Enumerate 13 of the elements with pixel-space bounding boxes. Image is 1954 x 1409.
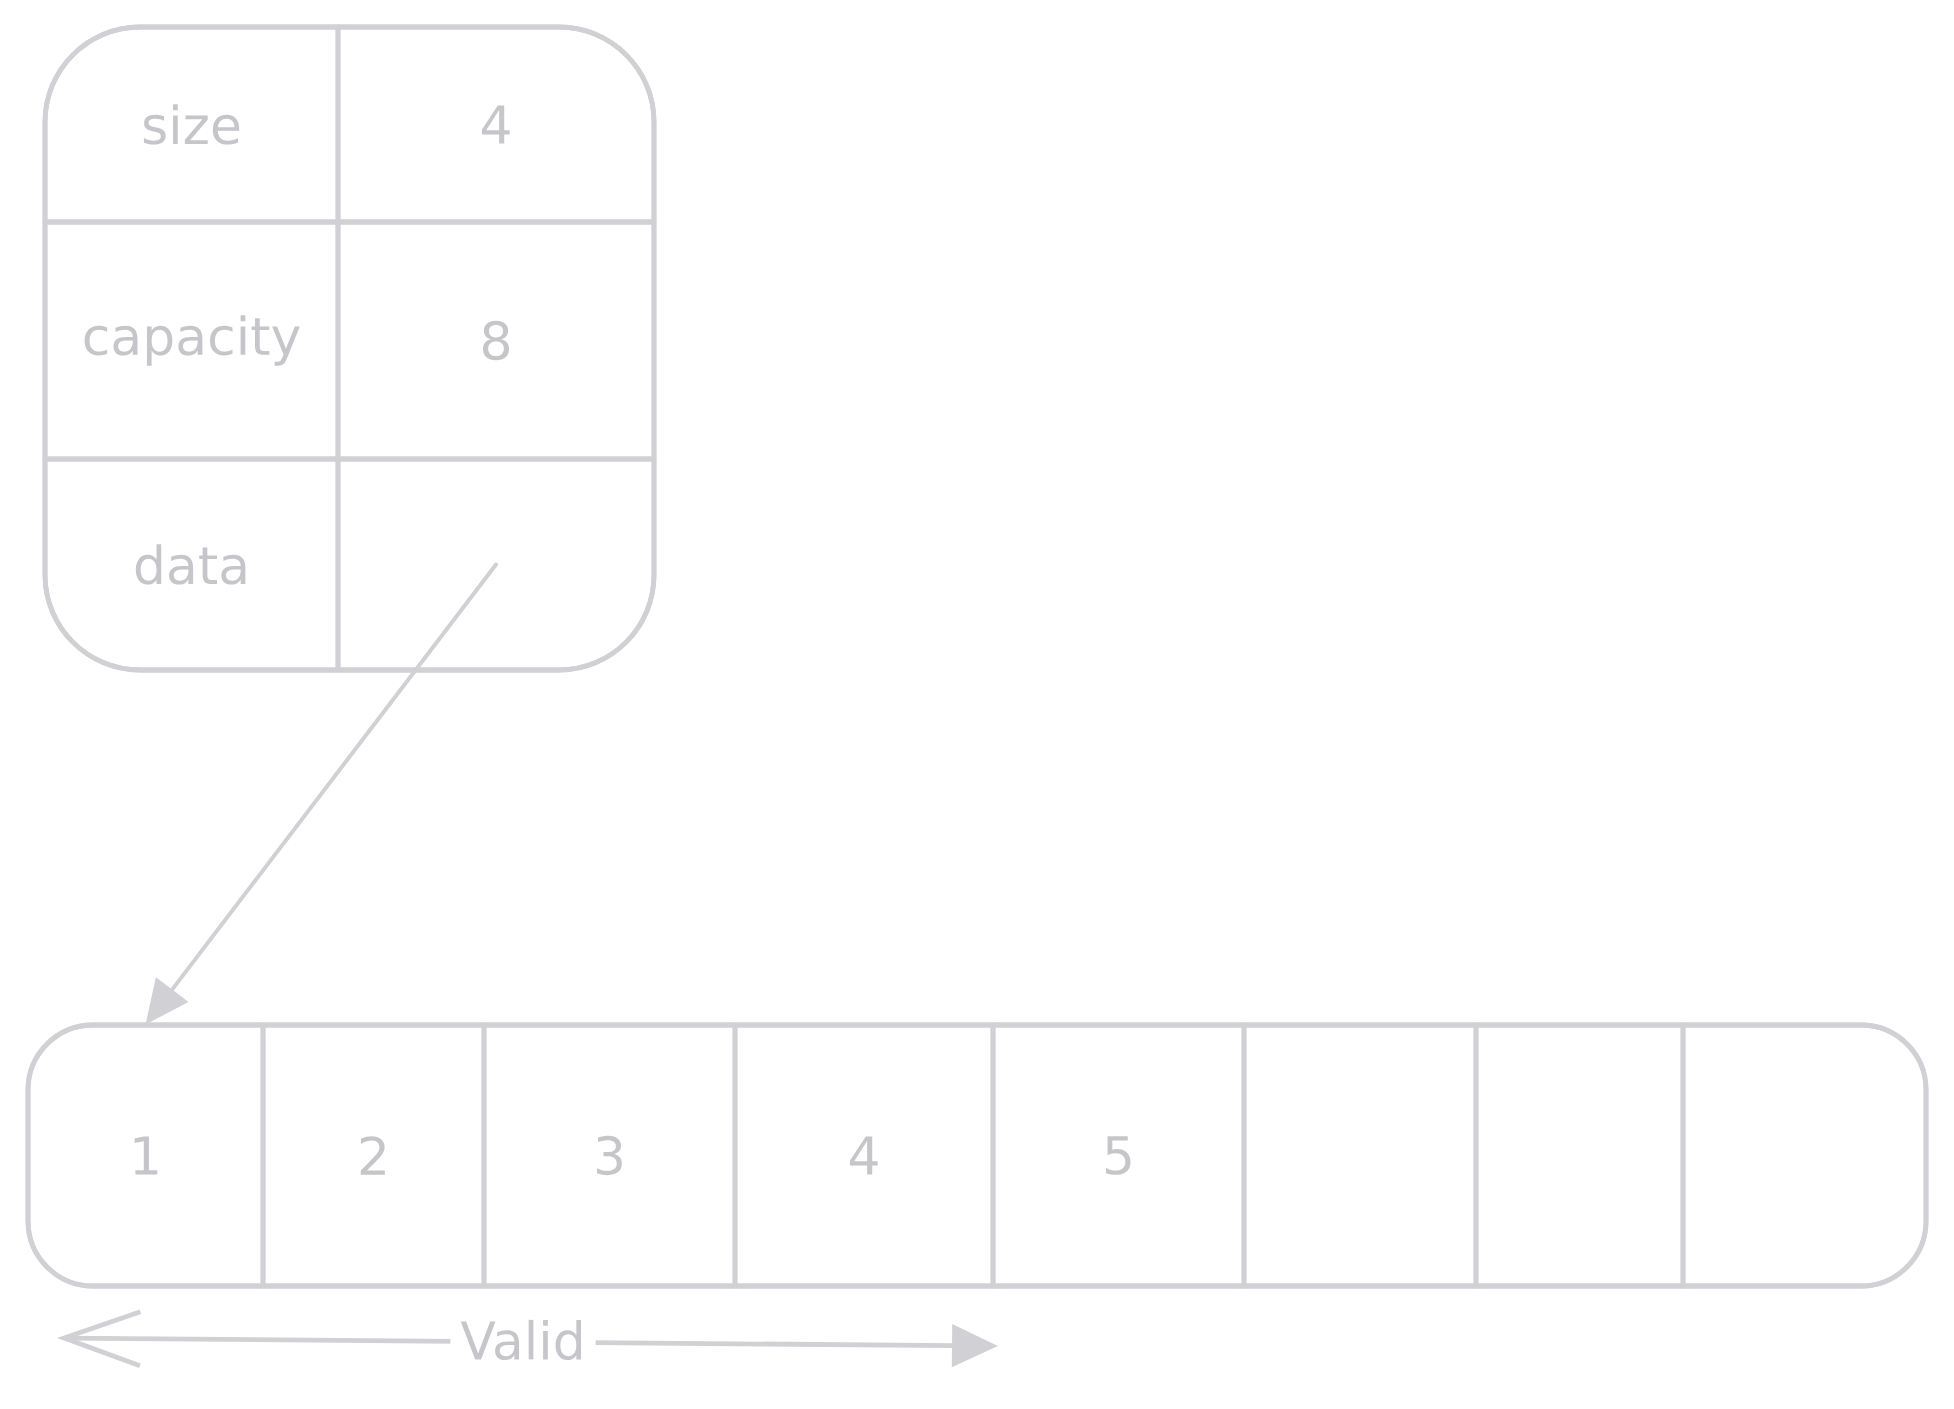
table-cell [335,456,657,673]
array-cell: 3 [481,1022,738,1289]
array-cell: 5 [990,1022,1247,1289]
table-cell: data [42,456,341,673]
array-cell [1680,1022,1929,1289]
array-cell: 2 [260,1022,487,1289]
table-cell: size [42,24,341,225]
table-cell: 4 [335,24,657,225]
table-cell: 8 [335,219,657,462]
array-cell: 4 [732,1022,996,1289]
table-cell: capacity [42,219,341,462]
dimension-label: Valid [450,1309,596,1371]
array-cell: 1 [25,1022,266,1289]
